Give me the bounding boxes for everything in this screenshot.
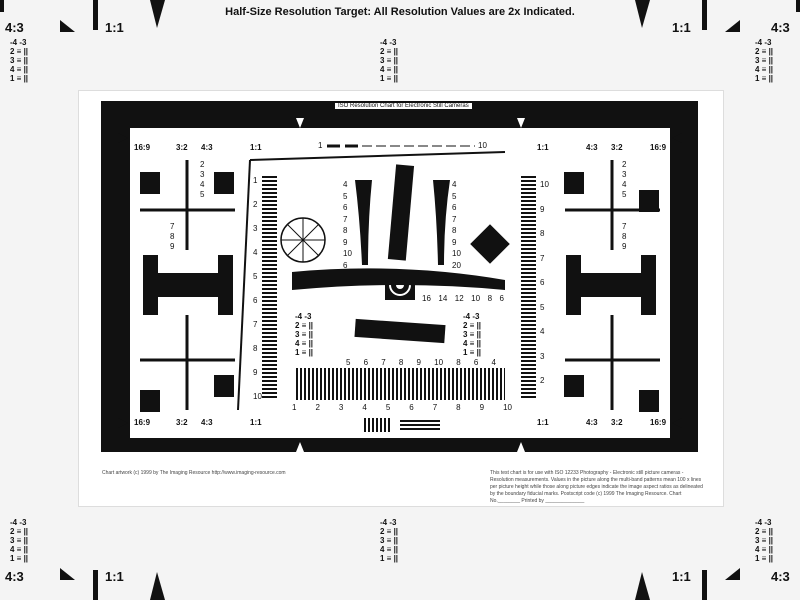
corner-ratio-br: 4:3: [771, 569, 790, 584]
top-scale-end: 10: [478, 141, 487, 150]
ratio-16-9-tl: 16:9: [134, 143, 151, 152]
ratio-3-2-br: 3:2: [611, 418, 623, 427]
corner-1-1-bl: 1:1: [105, 569, 124, 584]
chart-header: ISO Resolution Chart for Electronic Stil…: [335, 103, 472, 109]
corner-1-1-tr: 1:1: [672, 20, 691, 35]
ratio-16-9-br: 16:9: [650, 418, 667, 427]
ratio-16-9-bl: 16:9: [134, 418, 151, 427]
ratio-3-2-tr: 3:2: [611, 143, 623, 152]
ratio-1-1-br: 1:1: [537, 418, 549, 427]
ratio-4-3-bl: 4:3: [201, 418, 213, 427]
ratio-4-3-br: 4:3: [586, 418, 598, 427]
ratio-1-1-tr: 1:1: [537, 143, 549, 152]
corner-1-1-tl: 1:1: [105, 20, 124, 35]
corner-ratio-tl: 4:3: [5, 20, 24, 35]
corner-ratio-tr: 4:3: [771, 20, 790, 35]
ratio-4-3-tr: 4:3: [586, 143, 598, 152]
ratio-1-1-bl: 1:1: [250, 418, 262, 427]
ratio-3-2-tl: 3:2: [176, 143, 188, 152]
ratio-4-3-tl: 4:3: [201, 143, 213, 152]
ratio-16-9-tr: 16:9: [650, 143, 667, 152]
chart-notes: This test chart is for use with ISO 1223…: [490, 470, 703, 504]
ratio-3-2-bl: 3:2: [176, 418, 188, 427]
ratio-1-1-tl: 1:1: [250, 143, 262, 152]
chart-copyright: Chart artwork (c) 1999 by The Imaging Re…: [102, 470, 286, 476]
corner-1-1-br: 1:1: [672, 569, 691, 584]
page-title: Half-Size Resolution Target: All Resolut…: [225, 6, 575, 18]
corner-ratio-bl: 4:3: [5, 569, 24, 584]
top-scale-start: 1: [318, 141, 323, 150]
